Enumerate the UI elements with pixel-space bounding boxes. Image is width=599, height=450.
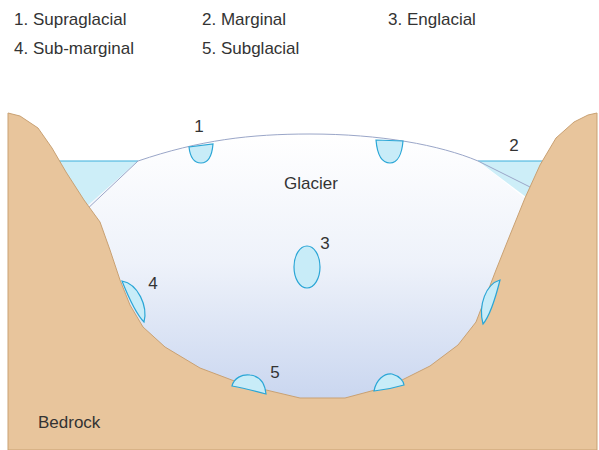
callout-number: 5 [270,364,279,381]
submarginal-channel [482,280,500,324]
key-item: 1. Supraglacial [14,11,126,28]
submarginal-channel [122,281,145,322]
key-item: 5. Subglacial [202,40,299,57]
glacier-edge [84,161,138,212]
key-item: 4. Sub-marginal [14,40,134,57]
key-item: 3. Englacial [388,11,476,28]
key-item: 2. Marginal [202,11,286,28]
callout-number: 2 [509,137,518,154]
bedrock-label: Bedrock [38,414,100,431]
callout-number: 4 [148,275,157,292]
lake-surface [55,161,138,162]
subglacial-channel [232,375,266,394]
lake-surface [478,161,545,162]
callout-number: 3 [320,235,329,252]
supraglacial-pocket [376,140,403,163]
bedrock [8,113,597,450]
glacier-label: Glacier [284,175,338,192]
callout-number: 1 [194,118,203,135]
supraglacial-pocket [189,144,213,163]
englacial-channel [294,246,320,288]
glacier-edge [478,161,536,190]
subglacial-channel [374,374,404,391]
